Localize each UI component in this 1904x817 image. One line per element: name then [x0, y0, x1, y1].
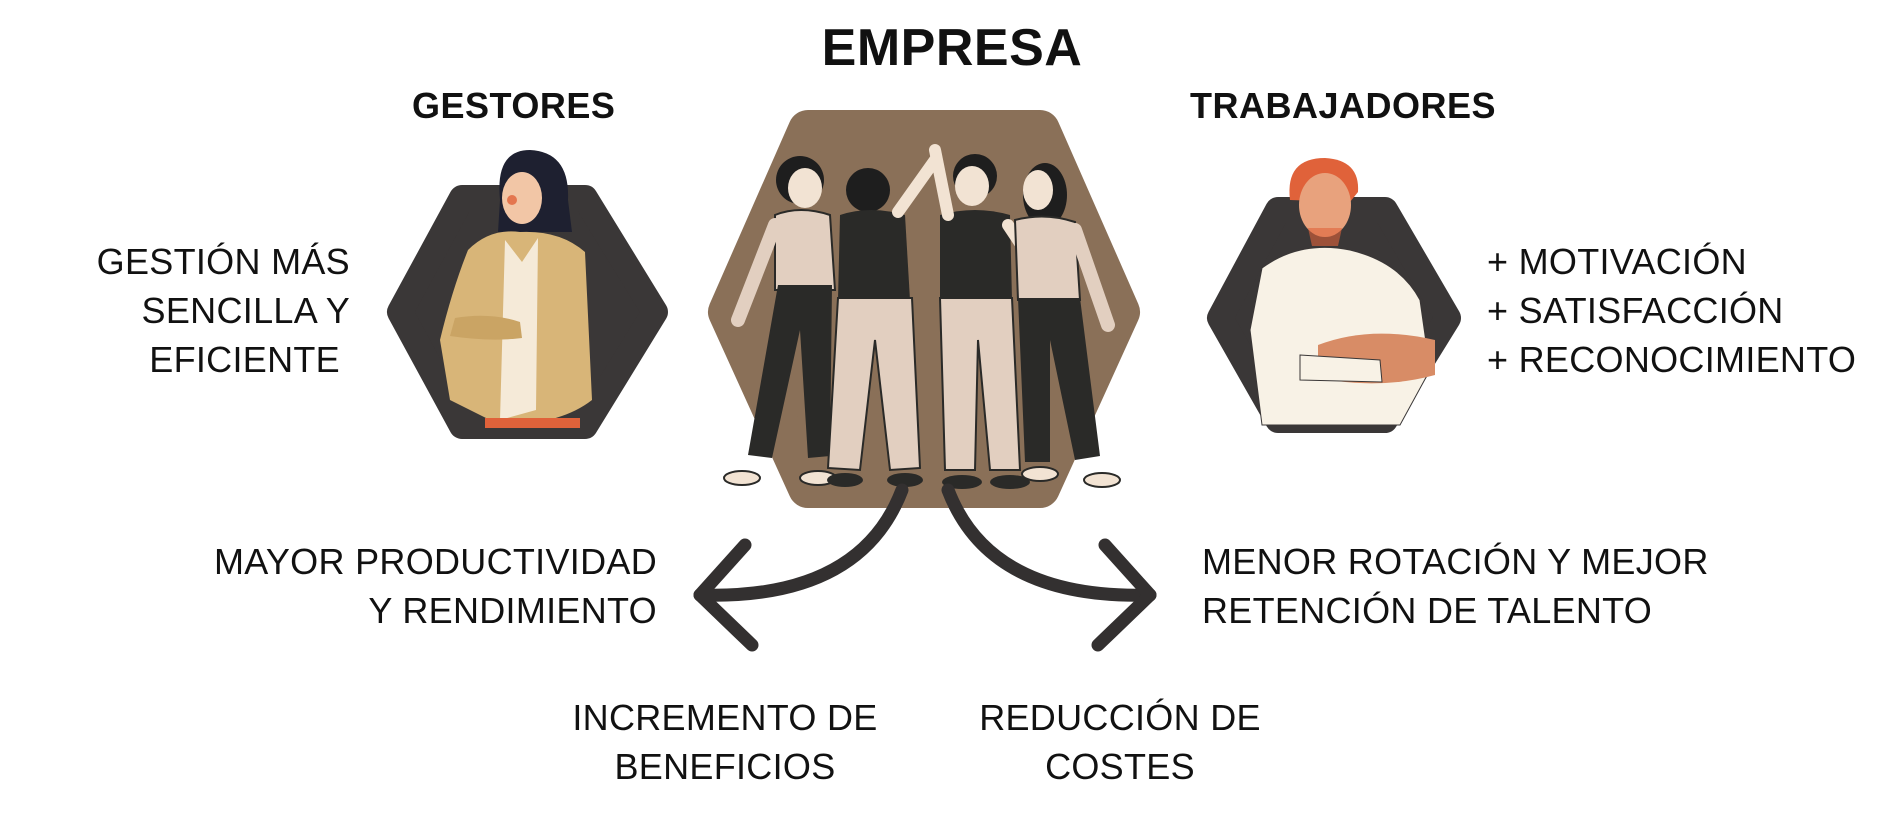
team-high-five-illustration: [708, 110, 1140, 508]
cost-reduction: REDUCCIÓN DE COSTES: [960, 693, 1280, 791]
gestores-benefit-line: SENCILLA Y: [141, 290, 350, 331]
retention-outcome: MENOR ROTACIÓN Y MEJOR RETENCIÓN DE TALE…: [1202, 537, 1709, 635]
outcome-line: MAYOR PRODUCTIVIDAD: [213, 541, 657, 582]
gestores-benefit-line: EFICIENTE: [149, 339, 340, 380]
trabajadores-benefit-line: + SATISFACCIÓN: [1487, 290, 1784, 331]
outcome-line: REDUCCIÓN DE: [979, 697, 1261, 738]
outcome-line: MENOR ROTACIÓN Y MEJOR: [1202, 541, 1709, 582]
trabajadores-header: TRABAJADORES: [1190, 85, 1497, 126]
diagram-title: EMPRESA: [821, 19, 1083, 77]
gestores-benefit-line: GESTIÓN MÁS: [96, 241, 350, 282]
productivity-outcome: MAYOR PRODUCTIVIDAD Y RENDIMIENTO: [214, 537, 657, 635]
curved-arrow-right-icon: [941, 483, 1157, 652]
curved-arrow-left-icon: [693, 483, 909, 652]
outcome-line: RETENCIÓN DE TALENTO: [1202, 590, 1653, 631]
gestores-benefits: GESTIÓN MÁS SENCILLA Y EFICIENTE: [97, 237, 350, 384]
manager-woman-illustration: [387, 150, 668, 439]
trabajadores-benefit-line: + MOTIVACIÓN: [1487, 241, 1747, 282]
gestores-header: GESTORES: [412, 85, 616, 126]
profit-increase: INCREMENTO DE BENEFICIOS: [565, 693, 885, 791]
outcome-line: BENEFICIOS: [614, 746, 836, 787]
trabajadores-benefit-line: + RECONOCIMIENTO: [1487, 339, 1857, 380]
outcome-line: COSTES: [1045, 746, 1195, 787]
trabajadores-benefits: + MOTIVACIÓN + SATISFACCIÓN + RECONOCIMI…: [1487, 237, 1856, 384]
outcome-line: Y RENDIMIENTO: [368, 590, 657, 631]
worker-man-illustration: [1207, 158, 1461, 433]
outcome-line: INCREMENTO DE: [572, 697, 878, 738]
